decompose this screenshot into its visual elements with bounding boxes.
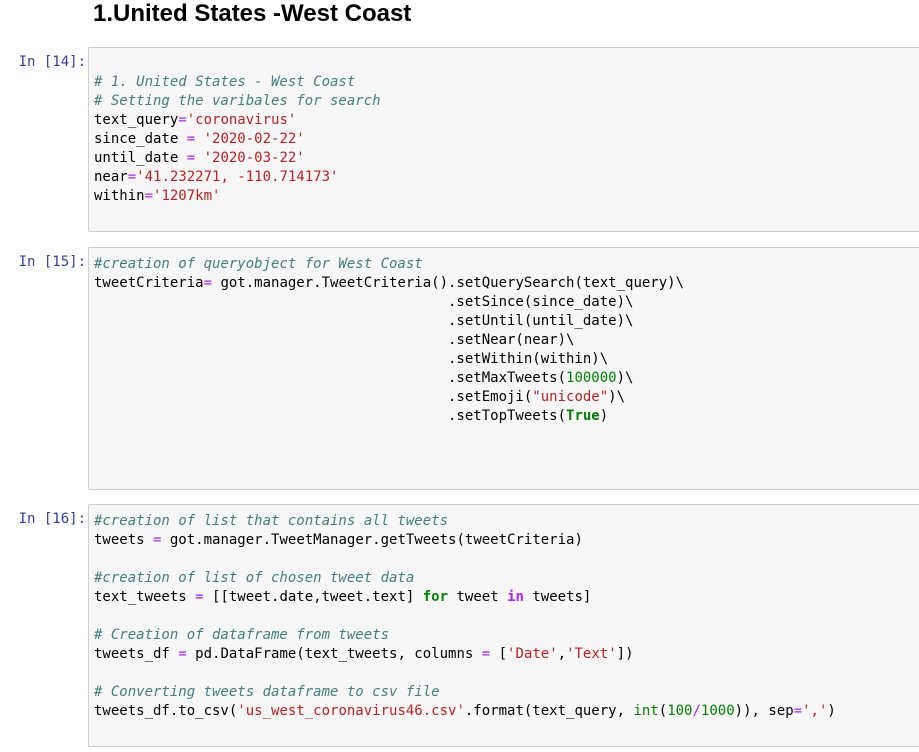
code-line: near='41.232271, -110.714173'	[94, 169, 339, 185]
code-line: tweets_df.to_csv('us_west_coronavirus46.…	[94, 703, 836, 719]
cell-prompt-16: In [16]:	[18, 511, 86, 527]
code-line: #creation of list that contains all twee…	[94, 513, 449, 529]
code-line: tweets = got.manager.TweetManager.getTwe…	[94, 532, 583, 548]
code-cell-15[interactable]: #creation of queryobject for West Coast …	[88, 247, 919, 490]
cell-prompt-15: In [15]:	[18, 254, 86, 270]
code-line: .setNear(near)\	[94, 332, 575, 348]
code-line: until_date = '2020-03-22'	[94, 150, 305, 166]
code-line: # Setting the varibales for search	[94, 93, 381, 109]
cell-prompt-14: In [14]:	[18, 54, 86, 70]
code-line: .setEmoji("unicode")\	[94, 389, 626, 405]
code-editor-14[interactable]: # 1. United States - West Coast # Settin…	[94, 73, 381, 206]
code-line: .setWithin(within)\	[94, 351, 609, 367]
code-line: within='1207km'	[94, 188, 221, 204]
code-line: # 1. United States - West Coast	[94, 74, 356, 90]
code-line: tweets_df = pd.DataFrame(text_tweets, co…	[94, 646, 634, 662]
code-cell-16[interactable]: #creation of list that contains all twee…	[88, 504, 919, 747]
code-line: text_tweets = [[tweet.date,tweet.text] f…	[94, 589, 592, 605]
code-line: #creation of queryobject for West Coast	[94, 256, 423, 272]
code-line: #creation of list of chosen tweet data	[94, 570, 415, 586]
code-line: .setTopTweets(True)	[94, 408, 609, 424]
code-line: text_query='coronavirus'	[94, 112, 297, 128]
code-line: .setSince(since_date)\	[94, 294, 634, 310]
code-editor-15[interactable]: #creation of queryobject for West Coast …	[94, 255, 684, 426]
section-heading: 1.United States -West Coast	[93, 0, 412, 27]
code-line: # Converting tweets dataframe to csv fil…	[94, 684, 440, 700]
code-editor-16[interactable]: #creation of list that contains all twee…	[94, 512, 836, 721]
code-line: .setMaxTweets(100000)\	[94, 370, 634, 386]
code-line: tweetCriteria= got.manager.TweetCriteria…	[94, 275, 685, 291]
code-line: # Creation of dataframe from tweets	[94, 627, 390, 643]
code-line: .setUntil(until_date)\	[94, 313, 634, 329]
code-line: since_date = '2020-02-22'	[94, 131, 305, 147]
code-cell-14[interactable]: # 1. United States - West Coast # Settin…	[88, 47, 919, 232]
